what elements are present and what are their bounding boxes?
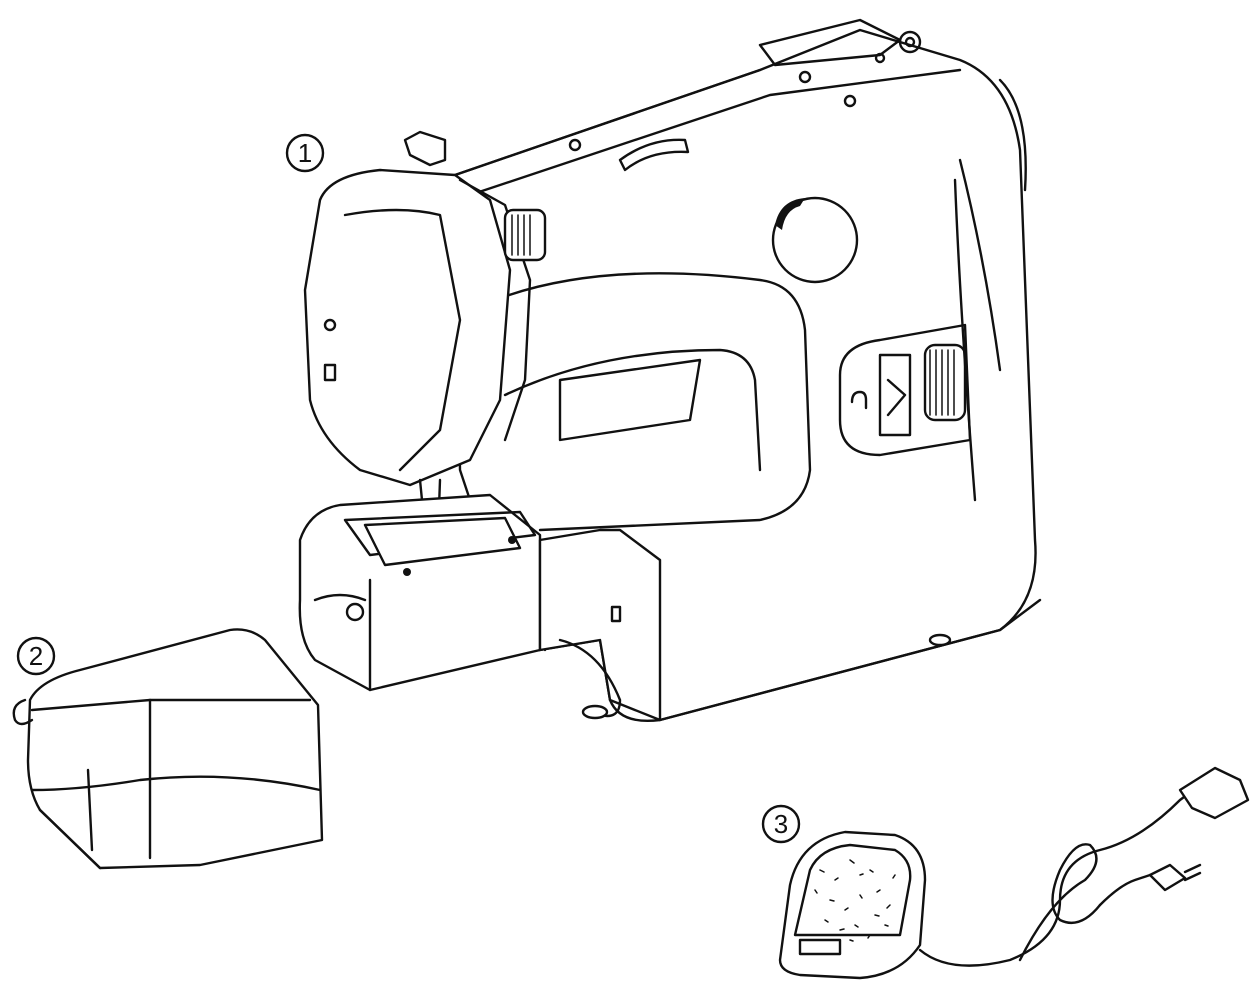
callout-3-label: 3	[774, 809, 788, 839]
callout-1: 1	[285, 133, 325, 173]
callout-1-label: 1	[298, 138, 312, 168]
sewing-machine-icon	[298, 18, 1042, 722]
callout-3: 3	[761, 804, 801, 844]
callout-2-label: 2	[29, 641, 43, 671]
accessory-case-icon	[12, 628, 324, 870]
foot-pedal-icon	[778, 766, 1250, 980]
callout-2: 2	[16, 636, 56, 676]
